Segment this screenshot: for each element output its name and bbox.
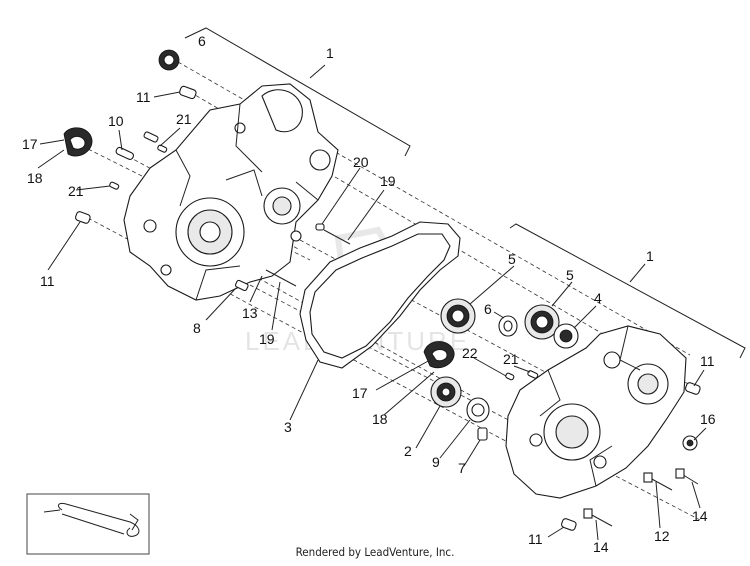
callout-11-left: 11 bbox=[40, 273, 55, 289]
crankcase-gasket bbox=[299, 221, 461, 369]
callout-2: 2 bbox=[404, 443, 412, 459]
right-crankcase bbox=[505, 325, 687, 499]
callout-14-bottom: 14 bbox=[593, 539, 609, 555]
callout-21-top: 21 bbox=[176, 111, 192, 127]
callout-1-right: 1 bbox=[646, 248, 654, 264]
callout-3: 3 bbox=[284, 419, 292, 435]
group-bracket-left bbox=[184, 27, 411, 157]
callout-20: 20 bbox=[353, 154, 369, 170]
callout-17-left: 17 bbox=[22, 136, 38, 152]
callout-21-right: 21 bbox=[503, 351, 519, 367]
callout-19-bottom: 19 bbox=[259, 331, 275, 347]
callout-7: 7 bbox=[458, 460, 466, 476]
group-bracket-right bbox=[509, 223, 746, 359]
callout-5-right: 5 bbox=[566, 267, 574, 283]
callout-5-centre: 5 bbox=[508, 251, 516, 267]
callout-6-seal-top: 6 bbox=[198, 33, 206, 49]
callout-11-bottom: 11 bbox=[528, 531, 543, 547]
inset-box-item-15 bbox=[26, 493, 150, 555]
callout-22: 22 bbox=[462, 345, 478, 361]
parts bbox=[63, 49, 701, 531]
callout-8: 8 bbox=[193, 320, 201, 336]
leader-lines bbox=[37, 91, 707, 541]
callout-17-centre: 17 bbox=[352, 385, 368, 401]
callout-labels: 6 1 11 10 21 17 18 21 20 19 11 1 5 5 4 6… bbox=[22, 33, 716, 555]
callout-18-left: 18 bbox=[27, 170, 43, 186]
callout-6-bushing: 6 bbox=[484, 301, 492, 317]
callout-11-top: 11 bbox=[136, 89, 151, 105]
callout-19-right: 19 bbox=[380, 173, 396, 189]
callout-16: 16 bbox=[700, 411, 716, 427]
left-crankcase bbox=[123, 83, 339, 301]
callout-14-right: 14 bbox=[692, 508, 708, 524]
callout-13: 13 bbox=[242, 305, 258, 321]
footer-credit: Rendered by LeadVenture, Inc. bbox=[295, 545, 455, 559]
callout-21-left: 21 bbox=[68, 183, 84, 199]
callout-1-left: 1 bbox=[326, 45, 334, 61]
callout-10: 10 bbox=[108, 113, 124, 129]
callout-9: 9 bbox=[432, 454, 440, 470]
callout-12: 12 bbox=[654, 528, 670, 544]
callout-4: 4 bbox=[594, 290, 602, 306]
callout-18-centre: 18 bbox=[372, 411, 388, 427]
callout-11-right: 11 bbox=[700, 353, 715, 369]
